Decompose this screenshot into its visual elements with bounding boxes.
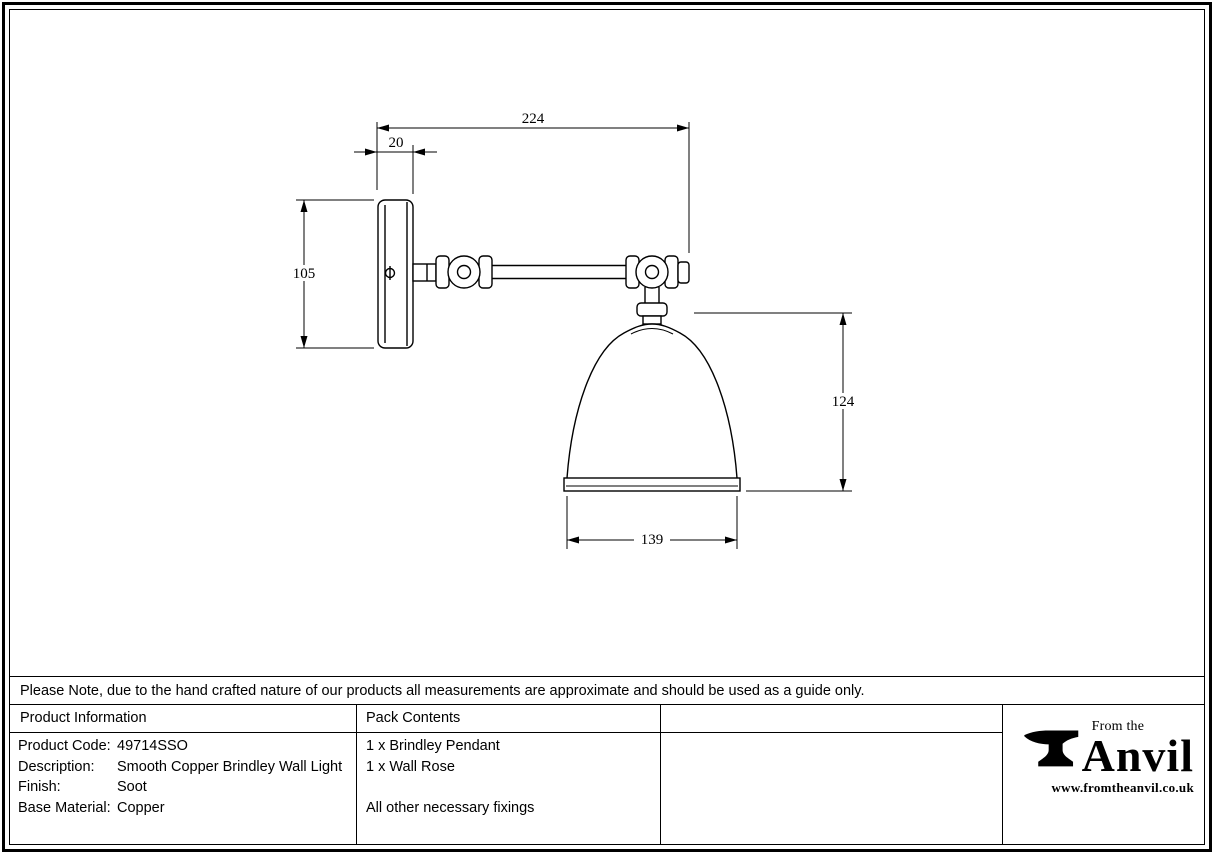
brand-website: www.fromtheanvil.co.uk (1051, 780, 1194, 795)
column-divider (1002, 705, 1003, 844)
table-row: Product Code: 49714SSO (18, 738, 352, 759)
column-divider (660, 705, 661, 844)
pack-contents-header: Pack Contents (366, 710, 461, 726)
row-label: Description: (18, 758, 95, 775)
row-label: Product Code: (18, 738, 111, 754)
divider (10, 676, 1204, 677)
pack-item: 1 x Brindley Pendant (366, 738, 500, 754)
divider (10, 704, 1204, 705)
measurement-note: Please Note, due to the hand crafted nat… (20, 683, 865, 699)
shade (566, 323, 738, 479)
dim-overall: 224 (522, 111, 545, 127)
dim-backplate-height: 105 (293, 266, 316, 282)
column-divider (356, 705, 357, 844)
brand-name: Anvil (1081, 730, 1194, 781)
dim-shade-diameter: 139 (641, 532, 664, 548)
anvil-icon (1023, 730, 1078, 767)
shade-rim (563, 477, 741, 492)
dim-backplate-depth: 20 (389, 135, 404, 151)
pack-item-spacer (366, 779, 654, 800)
technical-drawing: 224 20 105 124 139 (287, 111, 860, 549)
product-description: Smooth Copper Brindley Wall Light (117, 758, 343, 775)
divider (10, 732, 1002, 733)
row-label: Finish: (18, 779, 61, 796)
pack-item: 1 x Wall Rose (366, 758, 455, 775)
product-information-header: Product Information (20, 710, 147, 726)
wall-light-figure (377, 199, 741, 492)
shade-hub (636, 302, 668, 317)
row-label: Base Material: (18, 799, 111, 816)
pack-contents-list: 1 x Brindley Pendant 1 x Wall Rose All o… (366, 738, 654, 820)
pack-item: All other necessary fixings (366, 799, 535, 816)
product-finish: Soot (117, 779, 147, 796)
brand-logo: From the Anvil www.fromtheanvil.co.uk (1014, 720, 1194, 796)
dim-shade-height: 124 (832, 394, 855, 410)
product-information-table: Product Code: 49714SSO Description: Smoo… (18, 738, 352, 820)
product-base-material: Copper (117, 799, 165, 816)
dimension-labels: 224 20 105 124 139 (287, 111, 860, 548)
wall-rose (377, 199, 414, 349)
brand-tagline: From the (1091, 719, 1145, 734)
table-row: Finish: Soot (18, 779, 352, 800)
product-code: 49714SSO (117, 738, 188, 754)
table-row: Base Material: Copper (18, 800, 352, 821)
end-cap (677, 261, 690, 284)
table-row: Description: Smooth Copper Brindley Wall… (18, 759, 352, 780)
